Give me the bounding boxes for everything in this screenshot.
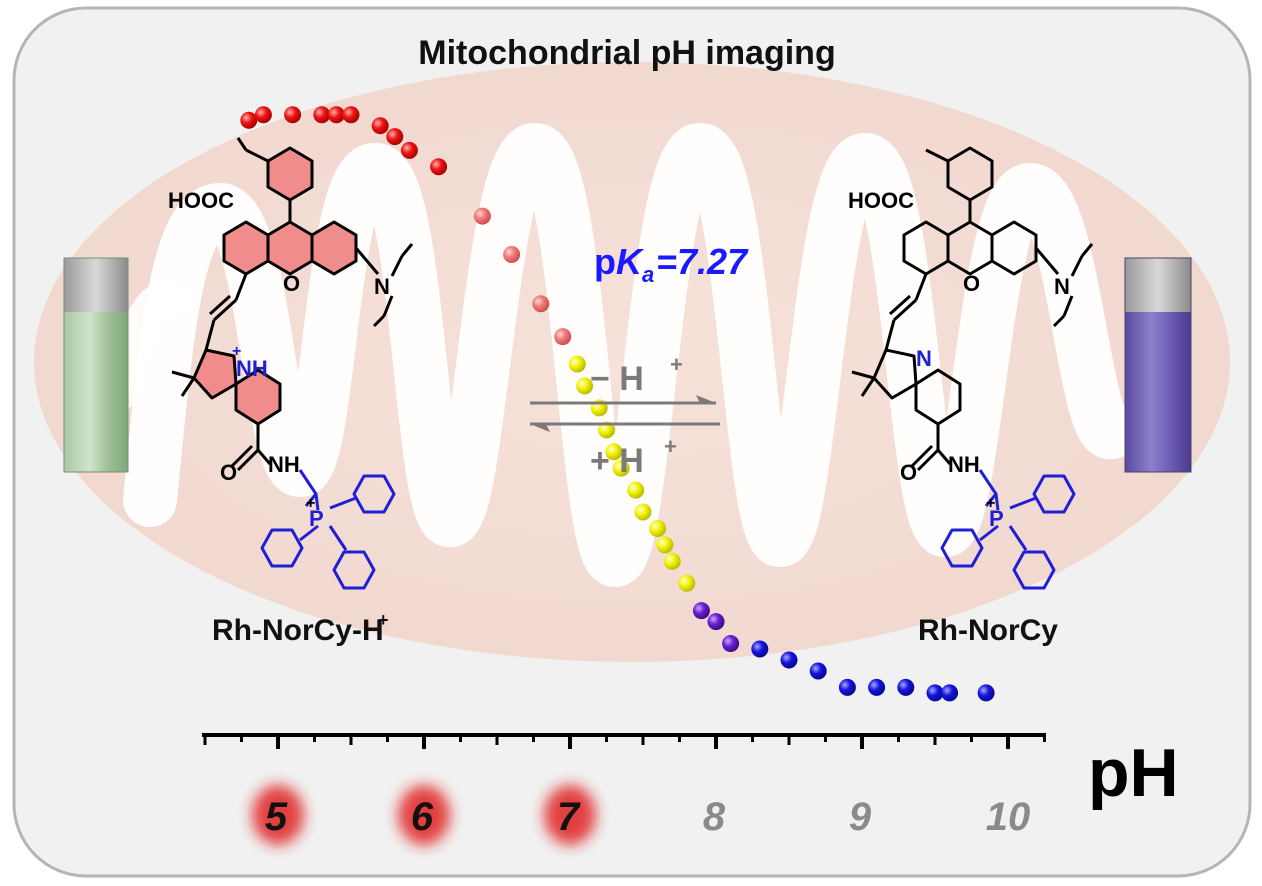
left-nh-charge: + <box>232 343 241 360</box>
x-axis-title: pH <box>1088 735 1179 811</box>
green-vial <box>63 257 129 473</box>
data-point-35 <box>897 678 915 696</box>
pka-label: p K a =7.27 <box>594 241 749 287</box>
data-point-4 <box>313 106 331 124</box>
tick-label-10: 10 <box>986 795 1031 839</box>
data-point-22 <box>634 503 652 521</box>
tick-label-glow-6 <box>398 785 450 845</box>
data-point-2 <box>254 106 272 124</box>
x-axis-ticks <box>203 735 1046 749</box>
left-acid-label: HOOC <box>168 188 234 213</box>
data-point-24 <box>656 536 674 554</box>
tick-label-glow-5 <box>252 785 304 845</box>
right-oxygen-label: O <box>963 271 980 296</box>
data-point-13 <box>532 295 550 313</box>
reverse-arrow-head <box>530 424 550 432</box>
x-axis: 5 6 7 8 9 10 pH <box>202 733 1179 845</box>
left-phosphorus-label: P <box>309 506 324 531</box>
data-point-20 <box>612 459 630 477</box>
data-point-26 <box>678 574 696 592</box>
left-molecule-name: Rh-NorCy-H + <box>212 610 389 647</box>
data-point-8 <box>386 128 404 146</box>
figure-title: Mitochondrial pH imaging <box>418 34 835 72</box>
reverse-label-sup: + <box>664 434 677 459</box>
data-point-34 <box>868 678 886 696</box>
mitochondrion-background <box>34 62 1230 662</box>
right-molecule-structure <box>851 146 1094 590</box>
data-point-33 <box>838 678 856 696</box>
left-amine-label: N <box>374 274 390 299</box>
right-molecule-name: Rh-NorCy <box>918 614 1058 647</box>
forward-arrow-head <box>696 395 716 403</box>
data-point-15 <box>568 355 586 373</box>
data-point-29 <box>722 635 740 653</box>
data-point-38 <box>977 684 995 702</box>
tick-label-glow-7 <box>544 785 596 845</box>
data-point-31 <box>780 651 798 669</box>
tick-label-9: 9 <box>849 795 872 839</box>
left-p-charge: + <box>306 495 315 512</box>
right-carbonyl-label: O <box>900 460 917 485</box>
data-point-1 <box>240 111 258 129</box>
data-point-19 <box>605 443 623 461</box>
left-molecule-name-text: Rh-NorCy-H <box>212 614 384 647</box>
tick-label-8: 8 <box>703 795 726 839</box>
x-axis-tick-labels: 5 6 7 8 9 10 <box>252 785 1030 845</box>
right-molecule-labels: HOOC O N N NH O P + <box>848 188 1070 531</box>
tick-label-7: 7 <box>557 795 581 839</box>
data-point-27 <box>692 602 710 620</box>
forward-label: − H <box>590 360 644 398</box>
left-carbonyl-label: O <box>220 460 237 485</box>
right-phosphorus-label: P <box>989 506 1004 531</box>
forward-label-sup: + <box>670 352 683 377</box>
left-amide-label: NH <box>268 452 300 477</box>
left-molecule-structure <box>171 137 414 590</box>
data-point-18 <box>598 421 615 439</box>
data-point-16 <box>576 377 594 395</box>
pka-prefix: p <box>594 241 616 282</box>
left-nh-label: NH <box>236 356 268 381</box>
data-point-6 <box>342 106 360 124</box>
data-point-3 <box>284 106 302 124</box>
right-amine-label: N <box>1054 274 1070 299</box>
pka-k: K <box>616 241 645 282</box>
data-point-23 <box>649 519 667 537</box>
data-point-37 <box>941 684 959 702</box>
data-point-11 <box>473 207 491 225</box>
data-point-32 <box>809 662 827 680</box>
data-point-36 <box>926 684 944 702</box>
data-point-14 <box>554 328 572 346</box>
equilibrium-arrows: − H + + H + <box>530 352 720 480</box>
purple-vial <box>1124 257 1192 473</box>
reverse-label: + H <box>590 442 644 480</box>
left-oxygen-label: O <box>283 271 300 296</box>
right-amide-label: NH <box>948 452 980 477</box>
pka-value: =7.27 <box>656 241 749 282</box>
right-p-charge: + <box>986 495 995 512</box>
data-point-30 <box>751 640 769 658</box>
tick-label-6: 6 <box>411 795 434 839</box>
data-point-21 <box>627 481 645 499</box>
pka-subscript: a <box>642 262 654 287</box>
data-point-5 <box>327 106 345 124</box>
right-acid-label: HOOC <box>848 188 914 213</box>
tick-label-5: 5 <box>265 795 288 839</box>
left-molecule-labels: HOOC O N NH + NH O P + <box>168 188 390 531</box>
data-point-10 <box>430 158 448 176</box>
data-point-9 <box>400 141 418 159</box>
data-point-25 <box>663 552 681 570</box>
right-n-label: N <box>916 346 932 371</box>
data-point-12 <box>503 245 521 263</box>
left-molecule-name-sup: + <box>378 610 389 630</box>
data-point-28 <box>707 613 725 631</box>
data-point-7 <box>371 117 389 135</box>
